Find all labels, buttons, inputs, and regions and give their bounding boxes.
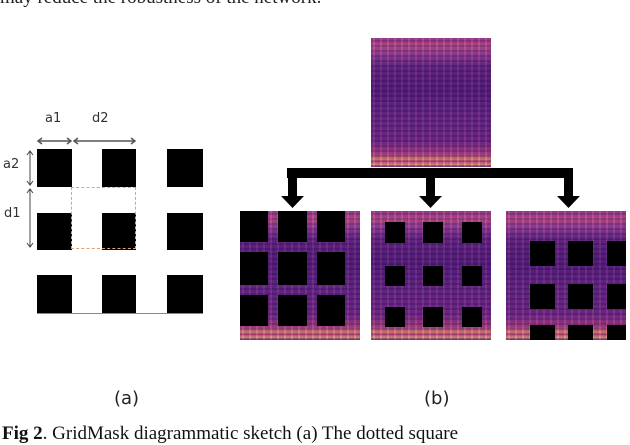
label-d2: d2 <box>92 111 109 126</box>
sublabel-b: (b) <box>424 388 450 409</box>
branch-arrows <box>281 172 580 208</box>
figure-caption: Fig 2. GridMask diagrammatic sketch (a) … <box>2 423 458 445</box>
mask-block <box>37 213 72 250</box>
arrow-a2 <box>26 150 34 186</box>
dotted-square <box>71 187 136 249</box>
arrow-stem-3 <box>564 172 573 196</box>
arrow-stem-2 <box>426 172 435 196</box>
label-a1: a1 <box>45 111 62 126</box>
mask-block <box>167 213 203 250</box>
sublabel-a: (a) <box>114 388 140 409</box>
mask-block <box>102 213 136 250</box>
mask-block <box>102 149 136 187</box>
mask-block <box>37 149 72 187</box>
masked-spectrogram-3 <box>506 211 626 340</box>
label-a2: a2 <box>3 157 20 172</box>
arrow-head-1 <box>281 196 304 208</box>
gridmask-sketch <box>37 149 203 314</box>
arrow-a1 <box>36 137 73 145</box>
mask-block <box>102 275 136 313</box>
masked-spectrogram-1 <box>240 211 360 340</box>
arrow-head-2 <box>419 196 442 208</box>
label-d1: d1 <box>4 206 21 221</box>
caption-prefix: Fig 2 <box>2 423 43 444</box>
dimension-arrows <box>26 137 137 248</box>
arrow-d1 <box>26 188 34 248</box>
arrow-stem-1 <box>288 172 297 196</box>
arrow-d2 <box>72 137 137 145</box>
masked-spectrogram-2 <box>371 211 491 340</box>
body-text-top: may reduce the robustness of the network… <box>0 0 321 9</box>
caption-text: . GridMask diagrammatic sketch (a) The d… <box>42 423 459 444</box>
original-spectrogram <box>371 38 491 167</box>
arrow-head-3 <box>557 196 580 208</box>
mask-block <box>167 275 203 313</box>
mask-block <box>167 149 203 187</box>
mask-block <box>37 275 72 313</box>
